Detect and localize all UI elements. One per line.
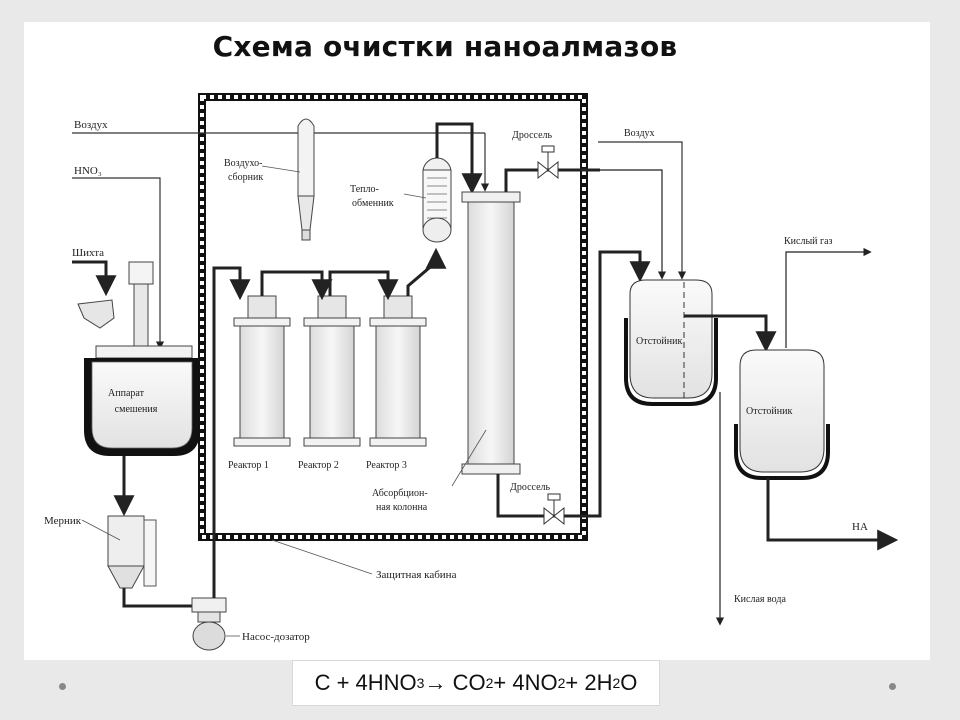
- label-acid-water: Кислая вода: [734, 594, 786, 605]
- formula-part-c: C + 4HNO: [314, 670, 417, 695]
- label-protective-cabin: Защитная кабина: [376, 569, 457, 581]
- column-top-outlet: [504, 168, 600, 192]
- gas-to-settler-line: [586, 169, 667, 280]
- acid-gas-line: [785, 247, 872, 348]
- label-reactor-1: Реактор 1: [228, 460, 269, 471]
- label-heat-exchanger-1: Тепло-: [350, 184, 379, 195]
- throttle-bottom: [543, 493, 565, 526]
- label-air-collector-2: сборник: [228, 172, 263, 183]
- column-label-leader: [451, 429, 487, 487]
- formula-part-h: + 2H: [565, 670, 613, 695]
- formula-part-no: + 4NO: [493, 670, 558, 695]
- slide-nav-dot-left: [59, 683, 66, 690]
- label-reactor-3: Реактор 3: [366, 460, 407, 471]
- reactor-2: [303, 295, 361, 447]
- meter-to-pump-line: [122, 588, 194, 608]
- reactor3-to-exchanger-line: [406, 247, 447, 296]
- charge-line: [72, 260, 117, 297]
- reactor-3: [369, 295, 427, 447]
- label-acid-gas: Кислый газ: [784, 236, 833, 247]
- label-throttle-top: Дроссель: [512, 130, 552, 141]
- label-pump: Насос-дозатор: [242, 631, 310, 643]
- formula-sub-1: 3: [416, 675, 425, 691]
- label-meter: Мерник: [44, 515, 82, 527]
- label-mixer-1: Аппарат: [108, 388, 145, 399]
- label-throttle-bottom: Дроссель: [510, 482, 550, 493]
- label-settler-1: Отстойник: [636, 336, 682, 347]
- label-absorption-2: ная колонна: [376, 502, 428, 513]
- formula-part-o: O: [620, 670, 638, 695]
- heat-exchanger: [422, 157, 452, 243]
- settler-1: [624, 279, 718, 406]
- air-collector: [297, 118, 315, 241]
- na-line: [766, 478, 899, 551]
- label-air-in: Воздух: [74, 119, 108, 131]
- label-na: НА: [852, 521, 868, 533]
- absorption-column: [461, 191, 521, 475]
- collector-label-leader: [261, 165, 301, 173]
- settler-2: [734, 349, 830, 480]
- reactor2-to-reactor3-line: [328, 270, 399, 301]
- column-bottom-outlet: [496, 250, 651, 518]
- reactor-1: [233, 295, 291, 447]
- label-hno3: HNO₃: [74, 165, 102, 177]
- label-absorption-1: Абсорбцион-: [372, 488, 428, 499]
- pump-doser: [191, 597, 227, 651]
- pump-to-reactor-line: [212, 266, 251, 598]
- air-right-line: [598, 141, 687, 280]
- protective-cabin-dashes: [200, 95, 586, 539]
- label-air-right: Воздух: [624, 128, 655, 139]
- exchanger-to-column-line: [435, 122, 483, 195]
- meter-vessel: [107, 515, 157, 589]
- formula-sub-4: 2: [612, 675, 621, 691]
- cabin-label-leader: [271, 539, 373, 575]
- formula-part-co: → CO: [424, 670, 486, 695]
- label-charge: Шихта: [72, 247, 104, 259]
- label-heat-exchanger-2: обменник: [352, 198, 394, 209]
- throttle-top: [537, 145, 559, 180]
- label-mixer-2: смешения: [115, 404, 158, 415]
- reactor1-to-reactor2-line: [260, 270, 333, 301]
- label-air-collector-1: Воздухо-: [224, 158, 262, 169]
- hno3-line: [72, 177, 165, 350]
- label-settler-2: Отстойник: [746, 406, 792, 417]
- mixer-apparatus: [77, 261, 200, 456]
- slide-nav-dot-right: [889, 683, 896, 690]
- meter-label-leader: [81, 519, 121, 541]
- exchanger-label-leader: [403, 193, 427, 199]
- formula-sub-2: 2: [485, 675, 494, 691]
- settler1-to-settler2-line: [684, 314, 777, 353]
- label-reactor-2: Реактор 2: [298, 460, 339, 471]
- process-diagram: Воздух HNO₃ Шихта Аппарат смешения Мерни…: [44, 93, 899, 651]
- formula-sub-3: 2: [557, 675, 566, 691]
- page-title: Схема очистки наноалмазов: [212, 30, 678, 63]
